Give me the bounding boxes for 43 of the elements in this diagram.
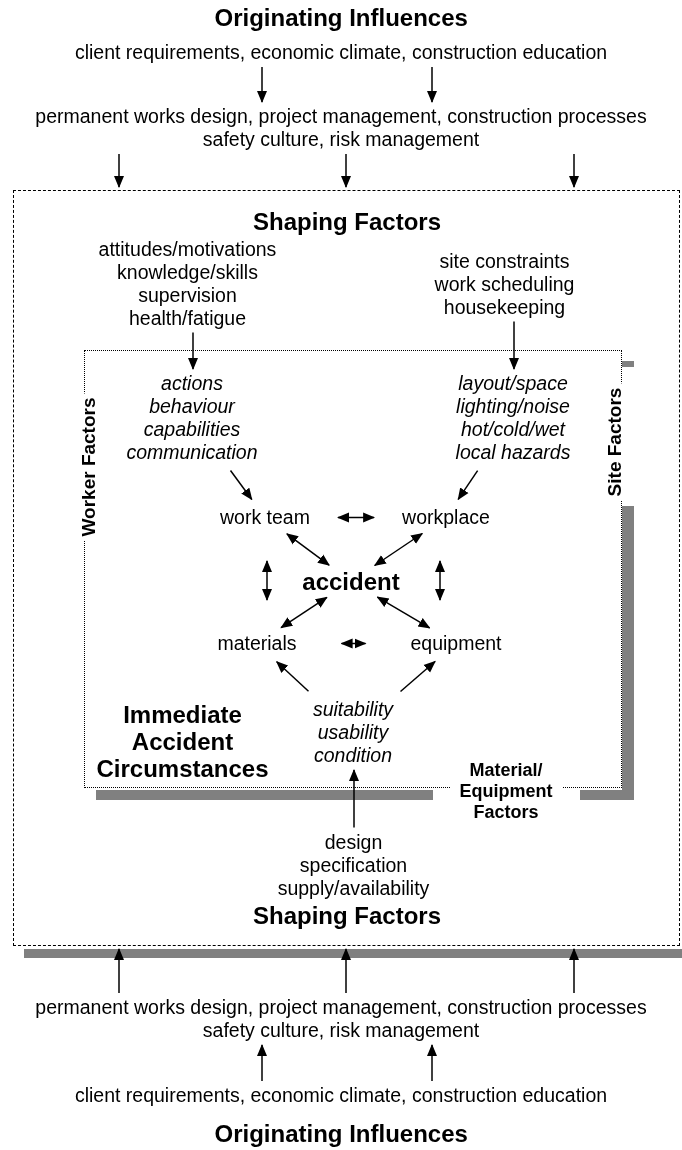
arrow <box>569 153 579 188</box>
arrow <box>257 66 267 103</box>
factor-list: design specification supply/availability <box>272 830 435 900</box>
arrow <box>114 153 124 188</box>
arrow <box>114 948 124 994</box>
arrow <box>275 661 310 692</box>
arrow <box>427 1044 437 1082</box>
arrow <box>509 320 519 370</box>
influence-text: client requirements, economic climate, construction education <box>74 41 608 64</box>
factor-list: suitability usability condition <box>304 698 402 767</box>
arrow <box>399 660 436 693</box>
arrow <box>427 66 437 103</box>
group-heading: Shaping Factors <box>253 902 441 929</box>
element-label: workplace <box>402 506 490 529</box>
element-label: work team <box>220 506 310 529</box>
factor-list: attitudes/motivations knowledge/skills supervision health/fatigue <box>92 237 283 330</box>
factor-list: site constraints work scheduling housekeeping <box>424 249 585 319</box>
arrow <box>569 948 579 994</box>
element-label: equipment <box>410 632 502 655</box>
element-label: materials <box>217 632 297 655</box>
arrow <box>286 533 330 566</box>
factor-list: actions behaviour capabilities communication <box>119 372 265 464</box>
arrow <box>457 469 479 501</box>
arrow <box>257 1044 267 1082</box>
group-heading: Immediate Accident Circumstances <box>95 700 270 782</box>
arrow <box>337 512 376 523</box>
influence-text: client requirements, economic climate, construction education <box>74 1084 608 1107</box>
arrow <box>229 469 253 501</box>
arrow <box>341 948 351 994</box>
arrow <box>435 560 445 601</box>
influence-text: permanent works design, project management, construction processes safety culture, risk management <box>21 996 661 1042</box>
accident-label: accident <box>302 570 400 593</box>
arrow <box>280 596 328 629</box>
arrow <box>262 560 272 601</box>
arrow <box>188 331 198 370</box>
group-heading: Shaping Factors <box>253 208 441 235</box>
arrow <box>349 769 359 829</box>
influence-text: permanent works design, project management, construction processes safety culture, risk management <box>21 105 661 151</box>
arrow <box>341 153 351 188</box>
arrow <box>373 532 424 567</box>
arrow <box>340 638 367 649</box>
factor-list: layout/space lighting/noise hot/cold/wet local hazards <box>448 372 578 464</box>
arrow <box>376 596 431 629</box>
